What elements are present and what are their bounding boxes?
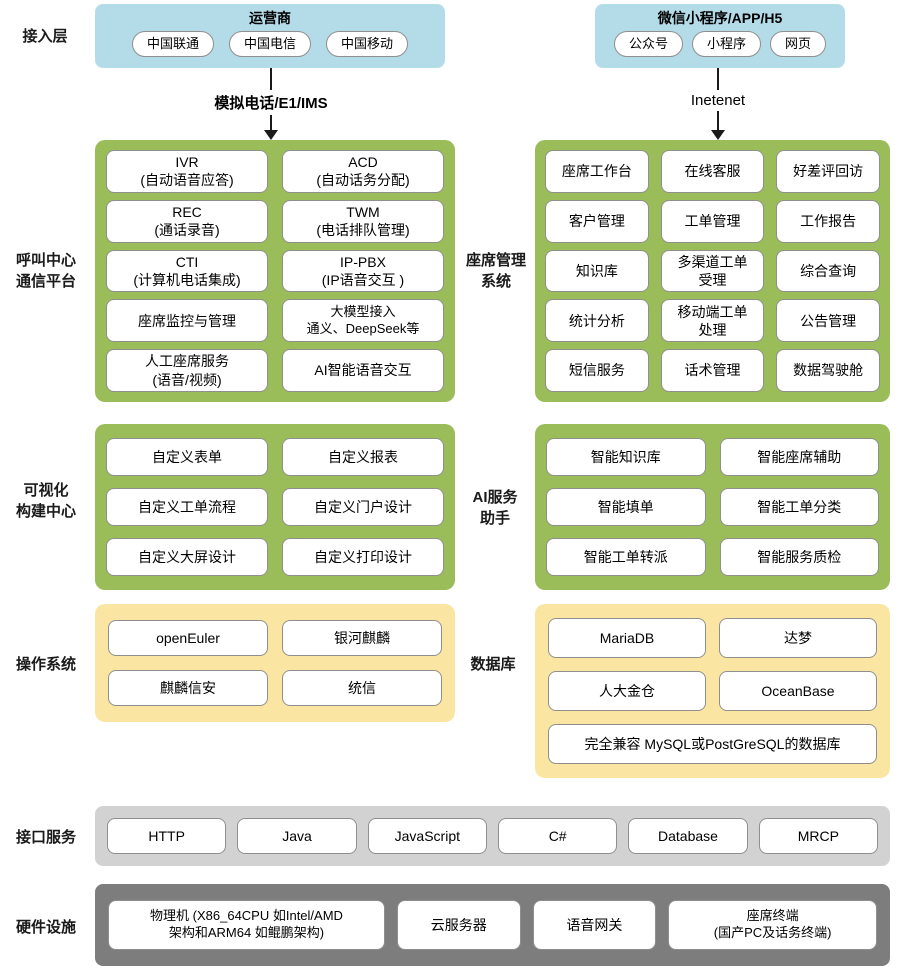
chip-smart-ticket-dispatch: 智能工单转派 [546,538,706,576]
chip-official-account: 公众号 [613,31,683,58]
chip-ivr: IVR (自动语音应答) [106,150,268,193]
layer-label-hardware: 硬件设施 [15,919,76,936]
chip-database: Database [628,818,748,854]
chip-physical-machine: 物理机 (X86_64CPU 如Intel/AMD 架构和ARM64 如鲲鹏架构… [108,900,385,950]
layer-label-ai: AI服务 助手 [472,489,518,527]
layer-label-api: 接口服务 [15,829,76,846]
chip-cloud-server: 云服务器 [396,900,521,950]
chip-kylin: 银河麒麟 [282,620,442,656]
chip-custom-print: 自定义打印设计 [282,538,444,576]
chip-webpage: 网页 [770,31,827,58]
chip-rec: REC (通话录音) [106,199,268,243]
db-panel: MariaDB 达梦 人大金仓 OceanBase 完全兼容 MySQL或Pos… [535,604,890,778]
operators-panel: 运营商 中国联通 中国电信 中国移动 [95,4,445,68]
chip-data-cockpit: 数据驾驶舱 [776,349,880,392]
layer-label-db: 数据库 [470,656,516,673]
chip-ticket-mgmt: 工单管理 [660,199,765,243]
chip-smart-agent-assist: 智能座席辅助 [719,438,879,476]
chip-mobile-ticket: 移动端工单 处理 [660,299,765,343]
chip-kingbase: 人大金仓 [548,671,706,711]
chip-twm: TWM (电话排队管理) [282,199,444,243]
operators-chip-row: 中国联通 中国电信 中国移动 [131,31,409,58]
chip-custom-portal: 自定义门户设计 [282,488,444,526]
chip-mini-program: 小程序 [691,31,761,58]
ai-panel: 智能知识库 智能座席辅助 智能填单 智能工单分类 智能工单转派 智能服务质检 [535,424,890,590]
chip-javascript: JavaScript [367,818,487,854]
layer-label-os: 操作系统 [15,656,76,673]
visual-panel: 自定义表单 自定义报表 自定义工单流程 自定义门户设计 自定义大屏设计 自定义打… [95,424,455,590]
chip-customer-mgmt: 客户管理 [545,199,649,243]
chip-uos: 统信 [282,670,442,706]
chip-custom-screen: 自定义大屏设计 [106,538,268,576]
chip-sms-service: 短信服务 [545,349,649,392]
chip-smart-form-fill: 智能填单 [546,488,706,526]
chip-custom-workflow: 自定义工单流程 [106,488,268,526]
chip-announcement-mgmt: 公告管理 [776,299,880,343]
wechat-panel: 微信小程序/APP/H5 公众号 小程序 网页 [595,4,845,68]
chip-custom-report: 自定义报表 [282,438,444,476]
chip-dameng: 达梦 [719,618,877,658]
operators-title: 运营商 [249,10,291,26]
chip-ip-pbx: IP-PBX (IP语音交互 ) [282,249,444,293]
hardware-panel: 物理机 (X86_64CPU 如Intel/AMD 架构和ARM64 如鲲鹏架构… [95,884,890,966]
chip-smart-service-qc: 智能服务质检 [719,538,879,576]
chip-ai-voice-interaction: AI智能语音交互 [282,349,444,392]
chip-agent-terminal: 座席终端 (国产PC及话务终端) [668,900,877,950]
chip-comprehensive-query: 综合查询 [776,249,880,293]
layer-label-access: 接入层 [22,28,68,45]
chip-knowledge-base: 知识库 [545,249,649,293]
chip-http: HTTP [107,818,227,854]
api-panel: HTTP Java JavaScript C# Database MRCP [95,806,890,866]
arrow-right-label: Inetenet [668,90,768,111]
arrow-left-label: 模拟电话/E1/IMS [198,90,344,115]
chip-manual-agent-service: 人工座席服务 (语音/视频) [106,349,268,392]
chip-cti: CTI (计算机电话集成) [106,249,268,293]
chip-smart-kb: 智能知识库 [546,438,706,476]
chip-agent-workbench: 座席工作台 [545,150,649,193]
chip-statistics: 统计分析 [545,299,649,343]
arrow-left-head-icon [264,130,278,140]
layer-label-visual: 可视化 构建中心 [15,482,76,520]
chip-smart-ticket-classify: 智能工单分类 [719,488,879,526]
chip-openeuler: openEuler [108,620,268,656]
layer-label-agent-mgmt: 座席管理 系统 [465,252,526,290]
chip-acd: ACD (自动话务分配) [282,150,444,193]
chip-china-mobile: 中国移动 [326,31,409,58]
chip-csharp: C# [497,818,618,854]
chip-multichannel-ticket: 多渠道工单 受理 [660,249,765,293]
layer-label-call-center: 呼叫中心 通信平台 [15,252,76,290]
chip-online-service: 在线客服 [660,150,765,193]
arrow-right-head-icon [711,130,725,140]
chip-script-mgmt: 话术管理 [660,349,765,392]
wechat-chip-row: 公众号 小程序 网页 [613,31,827,58]
chip-custom-form: 自定义表单 [106,438,268,476]
chip-mariadb: MariaDB [548,618,706,658]
chip-mrcp: MRCP [758,818,878,854]
chip-mysql-postgresql-compat: 完全兼容 MySQL或PostGreSQL的数据库 [548,724,877,764]
os-panel: openEuler 银河麒麟 麒麟信安 统信 [95,604,455,722]
chip-work-report: 工作报告 [776,199,880,243]
agent-mgmt-panel: 座席工作台 在线客服 好差评回访 客户管理 工单管理 工作报告 知识库 多渠道工… [535,140,890,402]
chip-kylinsec: 麒麟信安 [108,670,268,706]
call-center-panel: IVR (自动语音应答) ACD (自动话务分配) REC (通话录音) TWM… [95,140,455,402]
wechat-title: 微信小程序/APP/H5 [657,10,783,26]
chip-java: Java [237,818,357,854]
chip-china-telecom: 中国电信 [228,31,311,58]
chip-voice-gateway: 语音网关 [532,900,657,950]
chip-china-unicom: 中国联通 [131,31,214,58]
chip-llm-access: 大模型接入 通义、DeepSeek等 [282,299,444,343]
chip-review-callback: 好差评回访 [776,150,880,193]
chip-oceanbase: OceanBase [719,671,877,711]
chip-agent-monitor: 座席监控与管理 [106,299,268,343]
